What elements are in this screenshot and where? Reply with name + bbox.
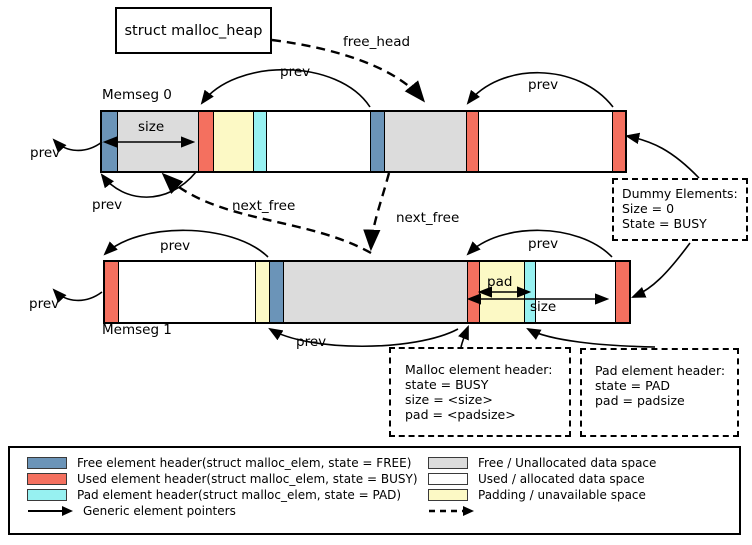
next-free-arrow-down xyxy=(363,172,391,252)
prev-label-m0-below: prev xyxy=(92,197,123,213)
malloc-element-header-box: Malloc element header: state = BUSY size… xyxy=(389,347,571,437)
prev-label-m0-arc2: prev xyxy=(528,77,559,93)
memseg-segment-free-space xyxy=(283,262,467,322)
next-free-label-2: next_free xyxy=(396,210,460,226)
memseg-segment-padding xyxy=(255,262,269,322)
legend-swatch-padding xyxy=(428,488,468,501)
prev-label-m1-below: prev xyxy=(296,334,327,350)
pad-header-arrow xyxy=(526,327,656,348)
memseg-segment-used-space xyxy=(535,262,615,322)
dummy-arrow-to-m1 xyxy=(631,242,691,298)
memseg-segment-padding xyxy=(479,262,524,322)
malloc-hdr-line-3: pad = <padsize> xyxy=(405,407,516,422)
next-free-label-1: next_free xyxy=(232,198,296,214)
legend-row: Generic element pointers xyxy=(27,503,418,519)
dummy-line-1: Size = 0 xyxy=(622,201,675,216)
prev-label-m0-left: prev xyxy=(30,145,61,161)
size-label-m0: size xyxy=(138,119,165,135)
pad-hdr-line-2: pad = padsize xyxy=(595,393,685,408)
memseg-segment-used-space xyxy=(266,112,370,171)
memseg-segment-free-header xyxy=(102,112,117,171)
legend-swatch-used-header xyxy=(27,472,67,485)
legend-label: Used / allocated data space xyxy=(478,471,645,486)
pad-hdr-line-1: state = PAD xyxy=(595,378,670,393)
dummy-line-0: Dummy Elements: xyxy=(622,186,738,201)
malloc-hdr-line-0: Malloc element header: xyxy=(405,362,553,377)
memseg-segment-used-header xyxy=(612,112,625,171)
memseg-bar-1 xyxy=(103,260,631,324)
memseg-segment-used-space xyxy=(118,262,255,322)
prev-label-m1-left: prev xyxy=(29,296,60,312)
legend-label: Free element header(struct malloc_elem, … xyxy=(77,455,412,470)
legend-row: Free / Unallocated data space xyxy=(428,455,656,471)
memseg-segment-used-header xyxy=(467,262,479,322)
legend-row xyxy=(428,503,656,519)
prev-curl-m1-left xyxy=(52,288,103,303)
prev-label-m0-arc1: prev xyxy=(280,64,311,80)
memseg-segment-used-header xyxy=(198,112,213,171)
legend-row: Padding / unavailable space xyxy=(428,487,656,503)
memseg-bar-0 xyxy=(100,110,627,173)
memseg-segment-used-space xyxy=(478,112,612,171)
malloc-header-arrow xyxy=(458,324,469,348)
legend-label: Generic element pointers xyxy=(83,503,236,518)
struct-malloc-heap-label: struct malloc_heap xyxy=(124,22,263,39)
memseg-segment-padding xyxy=(213,112,253,171)
legend-swatch-used-space xyxy=(428,472,468,485)
dummy-arrow-to-m0 xyxy=(624,132,700,179)
legend-label: Padding / unavailable space xyxy=(478,487,646,502)
legend-row: Pad element header(struct malloc_elem, s… xyxy=(27,487,418,503)
memseg1-label: Memseg 1 xyxy=(102,322,172,338)
memseg-segment-used-header xyxy=(466,112,478,171)
legend-box: Free element header(struct malloc_elem, … xyxy=(8,446,741,535)
memseg-segment-used-header xyxy=(105,262,118,322)
legend-row: Used element header(struct malloc_elem, … xyxy=(27,471,418,487)
legend-left-column: Free element header(struct malloc_elem, … xyxy=(27,455,418,519)
legend-row: Used / allocated data space xyxy=(428,471,656,487)
prev-curl-m0-left xyxy=(52,138,103,153)
memseg-segment-pad-header xyxy=(253,112,266,171)
solid-arrow-icon xyxy=(28,505,73,516)
legend-label: Pad element header(struct malloc_elem, s… xyxy=(77,487,402,502)
dashed-arrow-icon xyxy=(429,505,474,516)
legend-row: Free element header(struct malloc_elem, … xyxy=(27,455,418,471)
malloc-hdr-line-2: size = <size> xyxy=(405,392,493,407)
prev-label-m1-arc2: prev xyxy=(528,236,559,252)
pad-label-m1: pad xyxy=(487,274,513,290)
dummy-line-2: State = BUSY xyxy=(622,216,707,231)
prev-label-m1-arc1: prev xyxy=(160,238,191,254)
memseg-segment-free-header xyxy=(370,112,384,171)
legend-swatch-free-header xyxy=(27,456,67,469)
dummy-elements-box: Dummy Elements: Size = 0 State = BUSY xyxy=(612,178,748,241)
free-head-label: free_head xyxy=(343,34,411,50)
legend-label: Used element header(struct malloc_elem, … xyxy=(77,471,418,486)
legend-swatch-free-space xyxy=(428,456,468,469)
legend-swatch-pad-header xyxy=(27,488,67,501)
memseg-segment-free-header xyxy=(269,262,283,322)
prev-arc-m0-below xyxy=(100,171,197,198)
memseg0-label: Memseg 0 xyxy=(102,87,172,103)
memseg-segment-free-space xyxy=(384,112,466,171)
memseg-segment-used-header xyxy=(615,262,629,322)
pad-hdr-line-0: Pad element header: xyxy=(595,363,726,378)
struct-malloc-heap-box: struct malloc_heap xyxy=(115,7,272,54)
next-free-arrow-up xyxy=(161,172,372,255)
pad-element-header-box: Pad element header: state = PAD pad = pa… xyxy=(580,348,739,437)
legend-label: Free / Unallocated data space xyxy=(478,455,657,470)
malloc-hdr-line-1: state = BUSY xyxy=(405,377,489,392)
size-label-m1: size xyxy=(530,299,557,315)
